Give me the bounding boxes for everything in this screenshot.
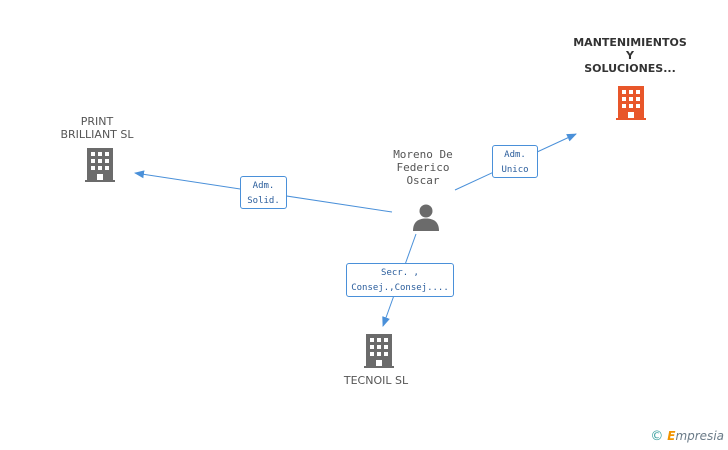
brand-logo-text: mpresia: [675, 429, 724, 443]
copyright-symbol: ©: [650, 429, 664, 444]
building-icon[interactable]: [364, 334, 394, 368]
brand-logo-initial: E: [667, 429, 676, 443]
company-label-tecnoil[interactable]: TECNOIL SL: [343, 374, 409, 387]
building-icon[interactable]: [85, 148, 115, 182]
relation-label-adm-solid[interactable]: Adm. Solid.: [240, 176, 287, 209]
brand-watermark: © Empresia: [650, 429, 724, 444]
company-label-mantenimientos[interactable]: MANTENIMIENTOS Y SOLUCIONES...: [573, 36, 687, 75]
person-icon[interactable]: [411, 202, 441, 232]
person-name[interactable]: Moreno De Federico Oscar: [393, 148, 453, 187]
building-icon[interactable]: [616, 86, 646, 120]
relation-label-adm-unico[interactable]: Adm. Unico: [492, 145, 538, 178]
company-label-print-brilliant[interactable]: PRINT BRILLIANT SL: [60, 115, 134, 141]
relation-label-secr-consej[interactable]: Secr. , Consej.,Consej....: [346, 263, 454, 297]
